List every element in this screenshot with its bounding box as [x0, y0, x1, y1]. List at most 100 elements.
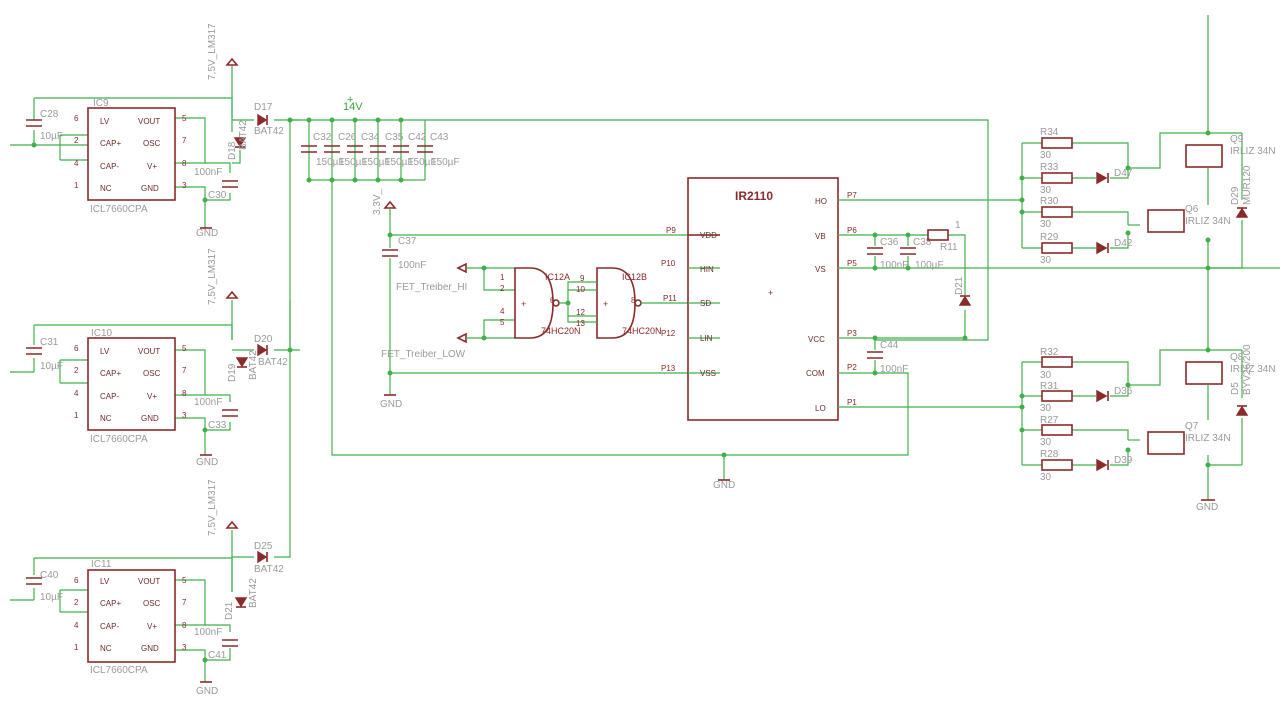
svg-text:30: 30 — [1040, 437, 1052, 448]
svg-text:2: 2 — [74, 366, 79, 375]
svg-text:FET_Treiber_HI: FET_Treiber_HI — [396, 282, 467, 293]
svg-text:C34: C34 — [361, 132, 380, 143]
svg-text:C26: C26 — [338, 132, 357, 143]
svg-text:P11: P11 — [663, 294, 677, 303]
svg-text:D20: D20 — [254, 334, 273, 345]
svg-text:IC10: IC10 — [91, 328, 113, 339]
svg-text:IRLIZ 34N: IRLIZ 34N — [1185, 433, 1231, 444]
svg-text:12: 12 — [576, 308, 585, 317]
ic9-model: ICL7660CPA — [90, 204, 148, 215]
svg-text:100nF: 100nF — [880, 364, 908, 375]
svg-text:R28: R28 — [1040, 449, 1059, 460]
svg-text:100µF: 100µF — [915, 260, 944, 271]
svg-text:V+: V+ — [147, 162, 157, 171]
high-side-switch: R34 30 R33 30 R30 30 R29 30 D47 D42 Q9 I… — [1019, 15, 1276, 271]
svg-text:R31: R31 — [1040, 381, 1059, 392]
svg-text:R11: R11 — [940, 242, 958, 253]
svg-text:P3: P3 — [847, 329, 857, 338]
svg-text:IC11: IC11 — [91, 559, 112, 570]
svg-text:150µF: 150µF — [339, 157, 368, 168]
svg-text:C40: C40 — [40, 570, 59, 581]
svg-text:7: 7 — [182, 366, 187, 375]
svg-text:R32: R32 — [1040, 347, 1059, 358]
svg-text:D29: D29 — [1230, 186, 1241, 205]
svg-text:HO: HO — [815, 197, 827, 206]
svg-text:LO: LO — [815, 404, 826, 413]
svg-text:5: 5 — [182, 344, 187, 353]
svg-text:D19: D19 — [227, 363, 238, 382]
svg-text:NC: NC — [100, 184, 112, 193]
svg-text:3.3V_: 3.3V_ — [372, 188, 383, 215]
svg-text:D17: D17 — [254, 102, 273, 113]
svg-text:GND: GND — [141, 414, 159, 423]
svg-text:IC12A: IC12A — [545, 272, 570, 282]
svg-text:VCC: VCC — [808, 335, 825, 344]
svg-text:CAP+: CAP+ — [100, 599, 121, 608]
svg-text:ICL7660CPA: ICL7660CPA — [90, 434, 148, 445]
svg-text:CAP+: CAP+ — [100, 139, 121, 148]
svg-text:BAT42: BAT42 — [254, 126, 284, 137]
svg-text:SD: SD — [700, 299, 711, 308]
svg-text:C31: C31 — [40, 337, 59, 348]
svg-text:GND: GND — [196, 686, 218, 697]
svg-text:150µF: 150µF — [385, 157, 414, 168]
svg-text:LV: LV — [100, 117, 110, 126]
svg-text:7,5V_LM317: 7,5V_LM317 — [207, 479, 218, 536]
svg-text:2: 2 — [500, 284, 505, 293]
svg-text:C36: C36 — [880, 237, 899, 248]
svg-text:Q7: Q7 — [1185, 421, 1199, 432]
svg-text:P2: P2 — [847, 363, 857, 372]
svg-text:COM: COM — [806, 369, 825, 378]
bootstrap: C36 100nF C38 100µF 1 R11 D21 C44 100nF — [867, 220, 972, 376]
svg-text:C33: C33 — [208, 420, 227, 431]
svg-text:2: 2 — [74, 136, 79, 145]
svg-text:100nF: 100nF — [880, 260, 908, 271]
svg-text:8: 8 — [182, 621, 187, 630]
svg-text:7,5V_LM317: 7,5V_LM317 — [207, 248, 218, 305]
ic9-body — [87, 107, 176, 201]
svg-text:LIN: LIN — [700, 334, 713, 343]
svg-text:Q6: Q6 — [1185, 204, 1199, 215]
svg-text:10µF: 10µF — [40, 592, 63, 603]
svg-text:150µF: 150µF — [431, 157, 460, 168]
svg-text:VSS: VSS — [700, 369, 716, 378]
svg-text:GND: GND — [196, 457, 218, 468]
svg-text:100nF: 100nF — [194, 397, 222, 408]
svg-text:3: 3 — [182, 643, 187, 652]
svg-text:VB: VB — [815, 232, 826, 241]
svg-text:P12: P12 — [661, 329, 676, 338]
svg-text:P9: P9 — [666, 226, 676, 235]
svg-text:BAT42: BAT42 — [238, 120, 249, 150]
svg-text:Q8: Q8 — [1230, 352, 1244, 363]
svg-text:6: 6 — [74, 114, 79, 123]
svg-text:5: 5 — [500, 318, 505, 327]
svg-text:V+: V+ — [147, 622, 157, 631]
svg-text:V+: V+ — [147, 392, 157, 401]
svg-text:CAP-: CAP- — [100, 392, 119, 401]
svg-text:8: 8 — [631, 296, 636, 305]
svg-text:8: 8 — [182, 159, 187, 168]
svg-text:HIN: HIN — [700, 265, 714, 274]
svg-text:IRLIZ 34N: IRLIZ 34N — [1185, 216, 1231, 227]
svg-text:Q9: Q9 — [1230, 134, 1244, 145]
svg-text:P5: P5 — [847, 259, 857, 268]
svg-text:BAT42: BAT42 — [248, 578, 259, 608]
svg-text:BYV26/200: BYV26/200 — [1242, 344, 1253, 395]
svg-text:8: 8 — [182, 389, 187, 398]
svg-text:30: 30 — [1040, 472, 1052, 483]
svg-text:VOUT: VOUT — [138, 347, 160, 356]
svg-text:+: + — [347, 94, 353, 106]
svg-text:OSC: OSC — [143, 139, 161, 148]
svg-text:OSC: OSC — [143, 599, 161, 608]
svg-text:30: 30 — [1040, 150, 1052, 161]
svg-text:7: 7 — [182, 136, 187, 145]
svg-text:30: 30 — [1040, 185, 1052, 196]
svg-text:D42: D42 — [1114, 238, 1133, 249]
svg-text:OSC: OSC — [143, 369, 161, 378]
svg-text:D36: D36 — [1114, 386, 1133, 397]
svg-text:P1: P1 — [847, 398, 857, 407]
svg-text:GND: GND — [141, 184, 159, 193]
c28-value: 10µF — [40, 131, 63, 142]
svg-text:GND: GND — [141, 644, 159, 653]
